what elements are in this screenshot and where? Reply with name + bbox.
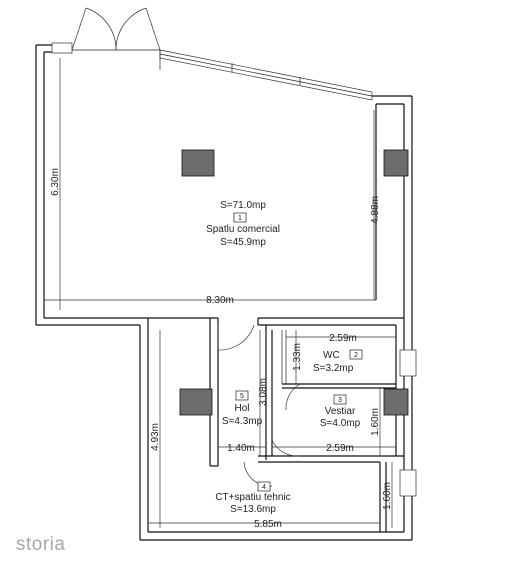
room-4-number: 4 xyxy=(262,484,266,491)
room-1-area: S=45.9mp xyxy=(220,237,266,248)
room-2-name: WC xyxy=(323,350,340,361)
room-4-label: 4 CT+spatiu tehnic S=13.6mp xyxy=(215,481,291,515)
room-1-number: 1 xyxy=(238,215,242,222)
room-5-area: S=4.3mp xyxy=(222,416,263,427)
room-3-area: S=4.0mp xyxy=(320,418,361,429)
room-3-label: 3 Vestiar S=4.0mp xyxy=(320,394,361,429)
interior-doors xyxy=(217,324,301,487)
dimension-lines xyxy=(44,58,396,528)
storia-watermark-logo: storia xyxy=(16,534,66,555)
dim-main-width: 8.30m xyxy=(206,295,234,306)
room-5-name: Hol xyxy=(234,403,249,414)
room-3-number: 3 xyxy=(338,397,342,404)
room-3-number-box xyxy=(333,394,347,405)
room-5-number-box xyxy=(235,390,249,401)
room-4-number-box xyxy=(257,481,271,492)
dim-hol-width: 1.40m xyxy=(227,443,255,454)
room-4-area: S=13.6mp xyxy=(230,504,276,515)
dim-wc-width: 2.59m xyxy=(329,333,357,344)
storefront-window xyxy=(159,49,373,101)
entrance-door xyxy=(51,7,161,54)
room-2-number: 2 xyxy=(354,352,358,359)
dim-vestiar-width: 2.59m xyxy=(326,443,354,454)
right-windows xyxy=(399,349,417,497)
dim-main-right-height: 4.88m xyxy=(370,196,381,224)
room-2-number-box xyxy=(349,349,363,360)
room-4-name: CT+spatiu tehnic xyxy=(215,492,290,503)
dim-vestiar-height: 1.60m xyxy=(370,408,381,436)
room-1-label: S=71.0mp 1 Spatlu comercial S=45.9mp xyxy=(206,200,280,248)
room-1-name: Spatlu comercial xyxy=(206,224,280,235)
dimension-labels: 6.30m 4.88m 8.30m 2.59m 1.33m 3.08m 1.60… xyxy=(50,168,393,530)
outer-walls xyxy=(35,44,413,541)
dim-wc-height: 1.33m xyxy=(292,343,303,371)
room-1-number-box xyxy=(233,212,247,223)
structural-columns xyxy=(179,149,409,416)
room-5-label: 5 Hol S=4.3mp xyxy=(222,390,263,427)
dim-ct-right-height: 1.60m xyxy=(382,482,393,510)
dim-ct-height: 4.93m xyxy=(150,423,161,451)
dim-ct-width: 5.85m xyxy=(254,519,282,530)
room-1-total-area: S=71.0mp xyxy=(220,200,266,211)
room-5-number: 5 xyxy=(240,393,244,400)
room-2-label: WC 2 S=3.2mp xyxy=(313,349,363,374)
room-2-area: S=3.2mp xyxy=(313,363,354,374)
room-3-name: Vestiar xyxy=(325,406,356,417)
dim-hol-height: 3.08m xyxy=(258,378,269,406)
dim-main-height: 6.30m xyxy=(50,168,61,196)
